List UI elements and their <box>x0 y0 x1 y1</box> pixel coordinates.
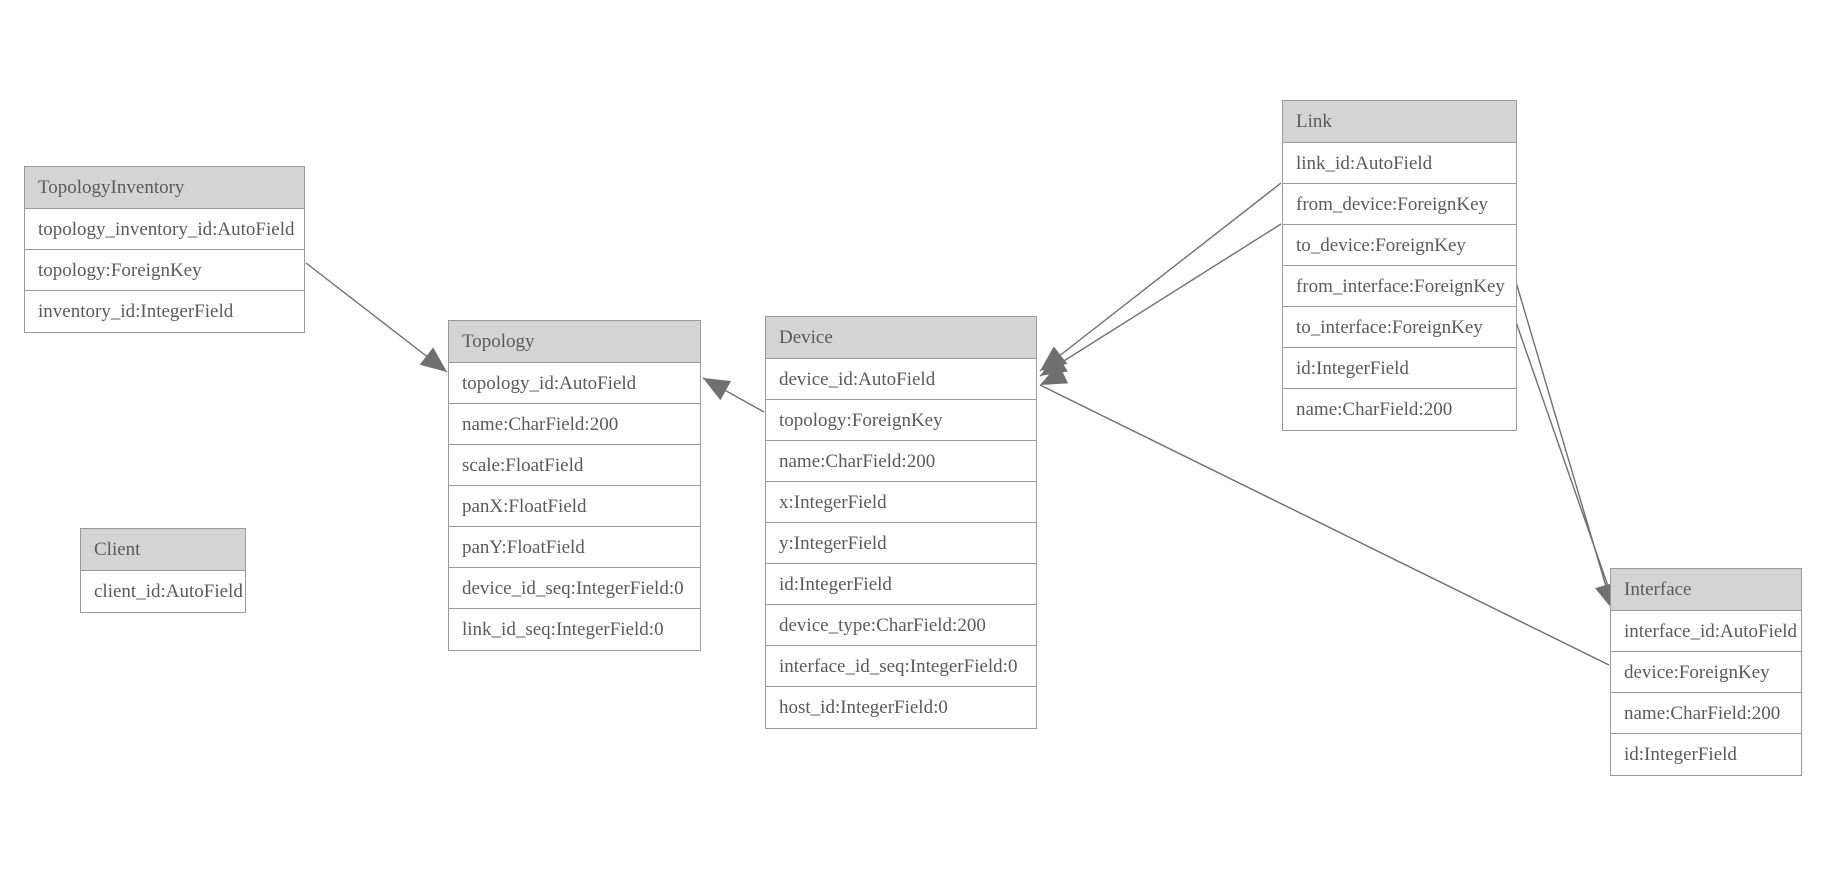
entity-field-row[interactable]: name:CharField:200 <box>449 404 700 445</box>
relation-line <box>305 262 448 373</box>
entity-title-device: Device <box>766 317 1036 359</box>
relation-line <box>1039 182 1282 372</box>
entity-field-row[interactable]: interface_id_seq:IntegerField:0 <box>766 646 1036 687</box>
entity-field-row[interactable]: host_id:IntegerField:0 <box>766 687 1036 728</box>
entity-title-topologyinventory: TopologyInventory <box>25 167 304 209</box>
relation-line <box>1039 223 1282 377</box>
entity-field-row[interactable]: topology_id:AutoField <box>449 363 700 404</box>
entity-field-row[interactable]: link_id_seq:IntegerField:0 <box>449 609 700 650</box>
entity-field-row[interactable]: topology:ForeignKey <box>766 400 1036 441</box>
entity-field-row[interactable]: interface_id:AutoField <box>1611 611 1801 652</box>
entity-field-row[interactable]: id:IntegerField <box>766 564 1036 605</box>
entity-field-row[interactable]: name:CharField:200 <box>1611 693 1801 734</box>
entity-field-row[interactable]: to_device:ForeignKey <box>1283 225 1516 266</box>
relation-line <box>1515 321 1618 613</box>
entity-field-row[interactable]: panX:FloatField <box>449 486 700 527</box>
entity-field-row[interactable]: id:IntegerField <box>1611 734 1801 775</box>
relation-line <box>702 377 765 413</box>
entity-field-row[interactable]: from_interface:ForeignKey <box>1283 266 1516 307</box>
entity-title-interface: Interface <box>1611 569 1801 611</box>
relation-link-from-interface <box>1515 281 1617 611</box>
entity-field-row[interactable]: client_id:AutoField <box>81 571 245 612</box>
entity-field-row[interactable]: inventory_id:IntegerField <box>25 291 304 332</box>
entity-field-row[interactable]: scale:FloatField <box>449 445 700 486</box>
relation-link-from-device <box>1039 182 1282 372</box>
entity-field-row[interactable]: device_id_seq:IntegerField:0 <box>449 568 700 609</box>
entity-field-row[interactable]: device:ForeignKey <box>1611 652 1801 693</box>
entity-field-row[interactable]: x:IntegerField <box>766 482 1036 523</box>
entity-field-row[interactable]: from_device:ForeignKey <box>1283 184 1516 225</box>
entity-field-row[interactable]: name:CharField:200 <box>766 441 1036 482</box>
relation-link-to-device <box>1039 223 1282 377</box>
entity-title-topology: Topology <box>449 321 700 363</box>
relation-arrowhead <box>1040 346 1068 371</box>
relation-arrowhead <box>1040 352 1068 376</box>
entity-field-row[interactable]: panY:FloatField <box>449 527 700 568</box>
entity-field-row[interactable]: device_type:CharField:200 <box>766 605 1036 646</box>
entity-field-row[interactable]: link_id:AutoField <box>1283 143 1516 184</box>
relation-topologyinventory-topology <box>305 262 448 373</box>
entity-field-row[interactable]: to_interface:ForeignKey <box>1283 307 1516 348</box>
entity-field-row[interactable]: id:IntegerField <box>1283 348 1516 389</box>
relation-arrowhead <box>703 378 732 401</box>
entity-field-row[interactable]: topology_inventory_id:AutoField <box>25 209 304 250</box>
entity-field-row[interactable]: device_id:AutoField <box>766 359 1036 400</box>
entity-field-row[interactable]: topology:ForeignKey <box>25 250 304 291</box>
entity-title-client: Client <box>81 529 245 571</box>
entity-field-row[interactable]: y:IntegerField <box>766 523 1036 564</box>
entity-field-row[interactable]: name:CharField:200 <box>1283 389 1516 430</box>
relation-arrowhead <box>1040 363 1069 385</box>
relation-line <box>1515 281 1614 611</box>
relation-device-topology <box>702 377 765 413</box>
entity-title-link: Link <box>1283 101 1516 143</box>
